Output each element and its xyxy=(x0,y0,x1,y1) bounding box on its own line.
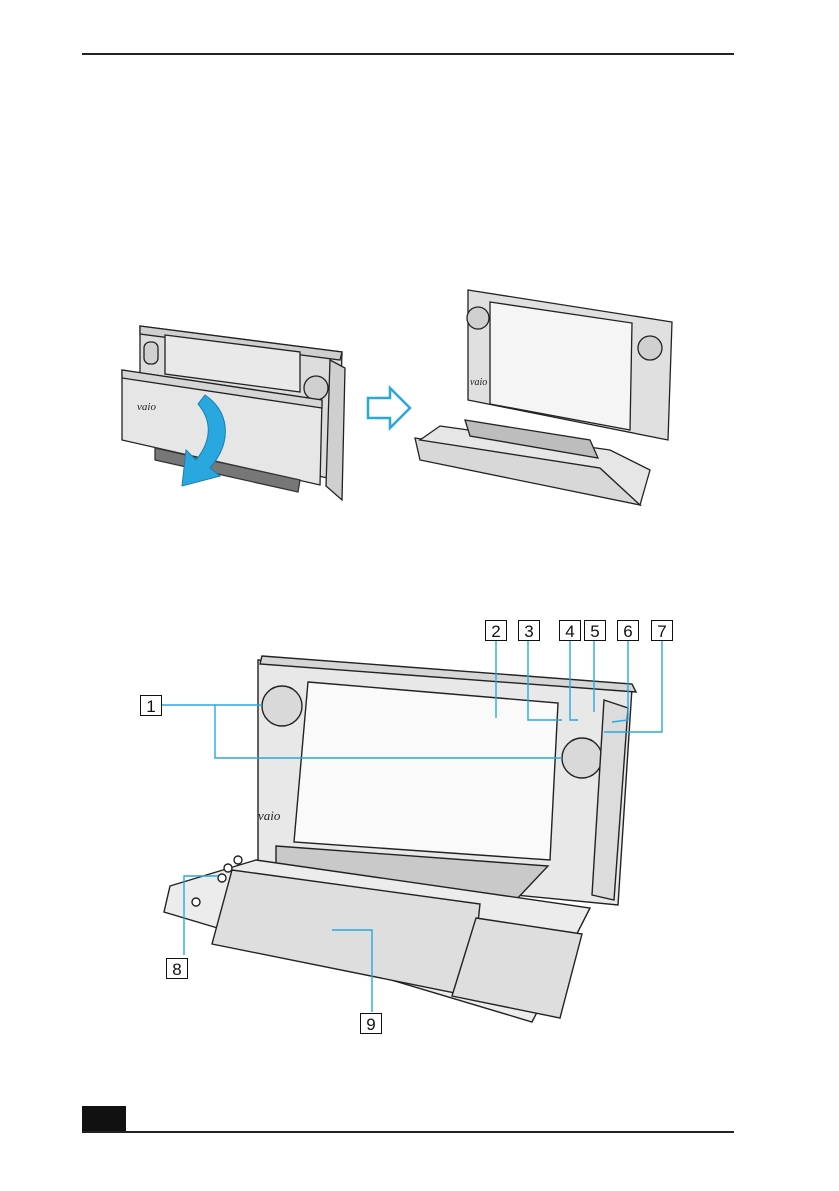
callout-leader-lines xyxy=(162,640,662,1012)
callout-8: 8 xyxy=(166,958,188,979)
closed-computer-drawing: vaio xyxy=(122,326,345,500)
transition-arrow xyxy=(368,388,410,428)
page-number-tab xyxy=(82,1106,126,1132)
callout-7: 7 xyxy=(651,620,673,641)
callout-1: 1 xyxy=(140,695,162,716)
callout-9: 9 xyxy=(360,1013,382,1034)
open-lid-illustration: vaio vaio xyxy=(0,0,839,600)
front-view-computer-drawing: vaio xyxy=(164,656,636,1022)
callout-3: 3 xyxy=(518,620,540,641)
callout-2: 2 xyxy=(485,620,507,641)
callout-4: 4 xyxy=(559,620,581,641)
svg-text:vaio: vaio xyxy=(470,377,487,388)
opened-computer-drawing: vaio xyxy=(415,290,672,505)
callout-5: 5 xyxy=(584,620,606,641)
callout-6: 6 xyxy=(617,620,639,641)
svg-text:vaio: vaio xyxy=(137,401,156,413)
footer-rule xyxy=(82,1131,734,1133)
vaio-logo: vaio xyxy=(258,808,281,823)
